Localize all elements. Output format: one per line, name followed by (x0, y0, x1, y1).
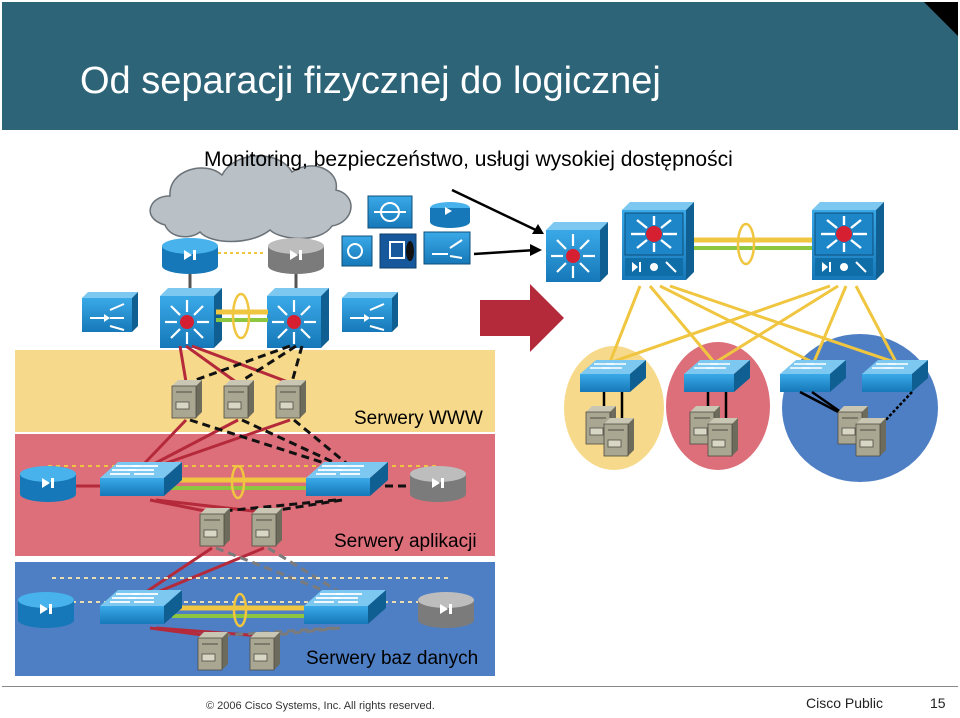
footer-copyright: © 2006 Cisco Systems, Inc. All rights re… (206, 700, 435, 712)
footer-divider (2, 686, 958, 687)
title-bar (2, 2, 958, 130)
zone-label-www: Serwery WWW (354, 408, 483, 429)
zone-label-db: Serwery baz danych (306, 648, 479, 669)
monitoring-cloud (149, 155, 352, 243)
slide-subtitle: Monitoring, bezpieczeństwo, usługi wysok… (204, 148, 733, 171)
zone-www (15, 350, 495, 432)
transition-arrow (480, 284, 564, 352)
page-number: 15 (930, 695, 946, 711)
corner-mark (924, 2, 958, 36)
service-modules (341, 195, 471, 269)
zone-label-app: Serwery aplikacji (334, 531, 477, 552)
slide-title: Od separacji fizycznej do logicznej (80, 60, 661, 102)
footer-classification: Cisco Public (806, 695, 884, 711)
